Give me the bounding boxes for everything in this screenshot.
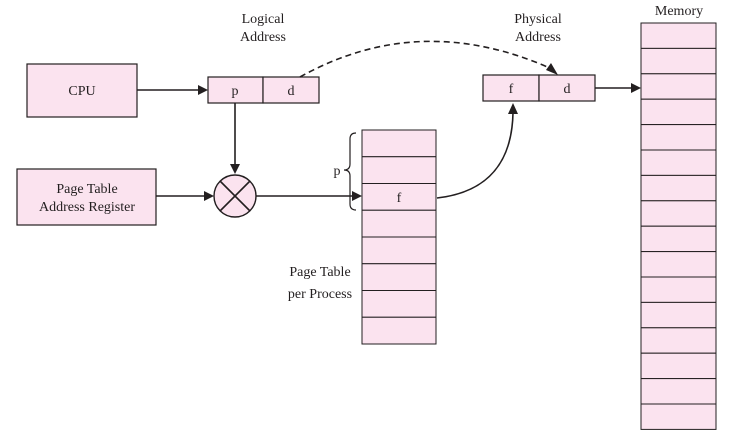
memory-cell [640,225,717,253]
page-table-register-label-line2: Address Register [39,200,135,215]
memory-cell [640,174,717,202]
page-index-label: p [334,164,341,179]
physical-address-label-line1: Physical [514,12,562,27]
arrowhead [230,164,240,174]
memory-cell [640,73,717,100]
memory-cell [640,149,717,176]
page-table-label-line1: Page Table [289,265,350,280]
arrowhead [198,85,208,95]
page-table-row [361,209,437,238]
page-table-label-line2: per Process [288,287,352,302]
memory-cell [640,200,717,227]
logical-address-label-line1: Logical [242,12,285,27]
memory-cell [640,352,717,380]
page-table-row [361,156,437,184]
cpu-label: CPU [68,84,95,99]
memory-cell [640,124,717,151]
logical-address-d: d [288,84,295,99]
arrowhead [352,191,362,201]
physical-address-d: d [564,82,571,97]
memory-cell [640,251,717,278]
physical-address-label-line2: Address [515,30,561,45]
arrowhead [631,83,641,93]
page-table-row [361,236,437,265]
memory-cell [640,47,717,75]
memory-cell [640,378,717,405]
page-index-brace [343,132,357,211]
memory-cell [640,22,717,49]
cpu-box [26,63,138,118]
physical-address-f: f [509,82,514,97]
logical-address-p: p [232,84,239,99]
page-table-entry-f: f [397,191,402,206]
memory-cell [640,403,717,430]
memory-cell [640,301,717,329]
frame-to-physical-arrow [436,112,514,199]
page-table-row [361,263,437,291]
memory-column [640,22,717,430]
memory-cell [640,276,717,303]
logical-address-d-cell [262,76,320,104]
page-table-row [361,183,437,211]
offset-copy-dashed-arrow [299,40,553,78]
arrowhead [204,191,214,201]
page-table-row [361,129,437,158]
arrowhead [546,63,558,75]
memory-cell [640,98,717,126]
arrowhead [508,103,518,114]
logical-address-label-line2: Address [240,30,286,45]
page-table-register-label-line1: Page Table [56,182,117,197]
page-table [361,129,437,345]
page-table-row [361,316,437,345]
page-table-row [361,290,437,318]
page-table-register-box [16,168,157,226]
memory-label: Memory [655,4,703,19]
memory-cell [640,327,717,354]
adder-cross-2 [219,180,251,212]
